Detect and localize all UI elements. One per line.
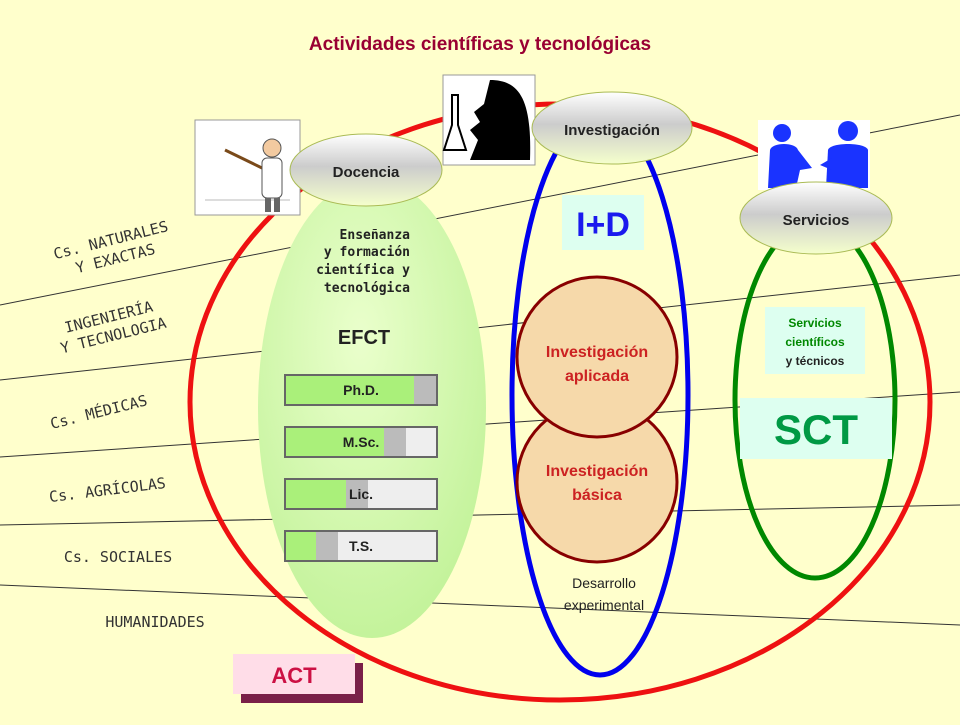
docencia-desc-line: tecnológica bbox=[324, 281, 410, 296]
degree-bar-rest bbox=[414, 376, 436, 404]
servicios-desc-box bbox=[765, 307, 865, 374]
diagram-title: Actividades científicas y tecnológicas bbox=[309, 34, 651, 55]
divider-line bbox=[0, 584, 960, 626]
servicios-desc-line: y técnicos bbox=[786, 354, 845, 368]
sct-abbr: SCT bbox=[774, 406, 858, 453]
investigacion-basica-label-2: básica bbox=[572, 487, 622, 504]
act-label: ACT bbox=[271, 663, 317, 688]
degree-bar-fill bbox=[286, 480, 346, 508]
degree-bar-fill bbox=[286, 376, 414, 404]
degree-label-msc: M.Sc. bbox=[343, 434, 380, 450]
meeting-illustration bbox=[758, 120, 870, 190]
degree-bar-fill bbox=[286, 532, 316, 560]
field-labels: Cs. NATURALES Y EXACTAS INGENIERÍA Y TEC… bbox=[48, 217, 205, 631]
docencia-header-oval bbox=[289, 133, 443, 207]
servicios-header-label: Servicios bbox=[783, 212, 850, 229]
servicios-header-oval bbox=[739, 181, 893, 255]
id-abbr: I+D bbox=[576, 206, 630, 244]
field-label-agricolas: Cs. AGRÍCOLAS bbox=[48, 473, 167, 506]
scientist-illustration bbox=[442, 74, 536, 166]
docencia-desc-line: Enseñanza bbox=[340, 228, 411, 243]
servicios-desc-line: científicos bbox=[785, 335, 845, 349]
field-label-sociales: Cs. SOCIALES bbox=[64, 548, 172, 566]
docencia-desc-line: y formación bbox=[324, 245, 410, 260]
degree-bars: Ph.D. M.Sc. Lic. T.S. bbox=[284, 374, 438, 562]
degree-label-lic: Lic. bbox=[349, 486, 373, 502]
degree-bar-rest bbox=[346, 480, 368, 508]
divider-line bbox=[0, 274, 960, 381]
desarrollo-label: Desarrollo bbox=[572, 575, 636, 591]
act-box bbox=[233, 654, 355, 694]
investigacion-header-oval bbox=[531, 91, 693, 165]
docencia-ellipse bbox=[258, 178, 486, 638]
docencia-description: Enseñanza y formación científica y tecno… bbox=[316, 228, 410, 296]
investigacion-header-label: Investigación bbox=[564, 122, 660, 139]
degree-bar: M.Sc. bbox=[284, 426, 438, 458]
docencia-desc-line: científica y bbox=[316, 263, 410, 278]
degree-label-ts: T.S. bbox=[349, 538, 373, 554]
investigacion-aplicada-label-2: aplicada bbox=[565, 368, 629, 385]
investigacion-aplicada-label: Investigación bbox=[546, 344, 648, 361]
field-label-humanidades: HUMANIDADES bbox=[105, 613, 204, 631]
field-label-medicas: Cs. MÉDICAS bbox=[48, 390, 149, 432]
divider-line bbox=[0, 504, 960, 526]
degree-bar-fill bbox=[286, 428, 384, 456]
docencia-header-label: Docencia bbox=[333, 164, 400, 181]
efct-abbr: EFCT bbox=[338, 327, 390, 349]
investigacion-aplicada-circle bbox=[515, 275, 679, 439]
degree-bar: Lic. bbox=[284, 478, 438, 510]
teacher-illustration bbox=[194, 119, 301, 216]
degree-bar-rest bbox=[316, 532, 338, 560]
investigacion-basica-label: Investigación bbox=[546, 463, 648, 480]
id-abbr-box bbox=[562, 195, 644, 250]
degree-bar-rest bbox=[384, 428, 406, 456]
servicios-desc-line: Servicios bbox=[788, 316, 842, 330]
degree-label-phd: Ph.D. bbox=[343, 382, 379, 398]
degree-bar: Ph.D. bbox=[284, 374, 438, 406]
sct-abbr-box bbox=[740, 398, 892, 459]
desarrollo-label-2: experimental bbox=[564, 597, 644, 613]
degree-bar: T.S. bbox=[284, 530, 438, 562]
